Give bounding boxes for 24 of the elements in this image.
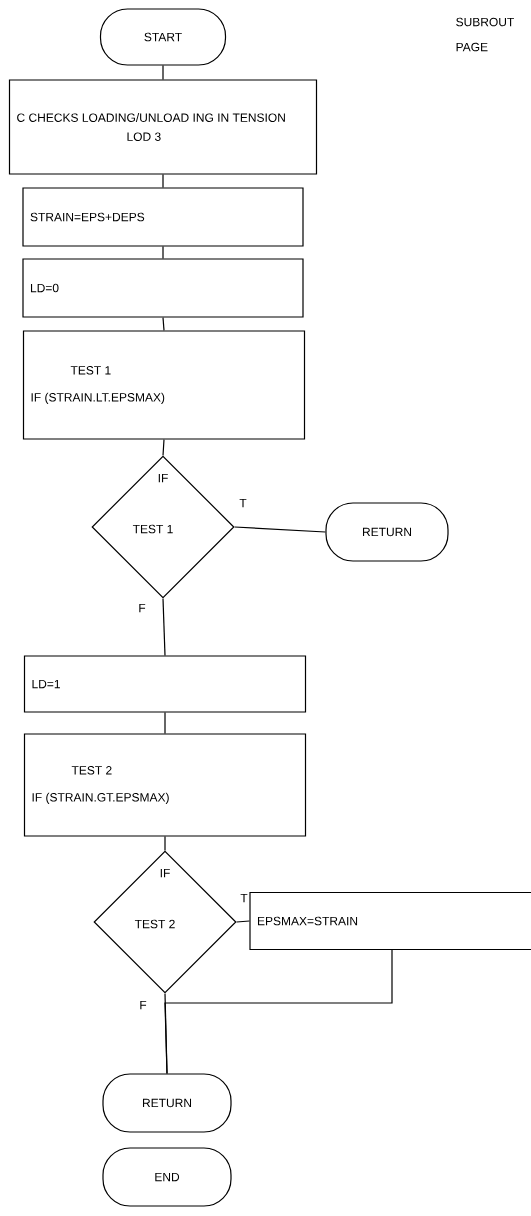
connector-line [162, 174, 164, 188]
branch-label: T [239, 498, 247, 508]
connector-line [164, 836, 166, 851]
connector-line [162, 439, 165, 456]
process-box: LD=0 [22, 258, 304, 318]
connector-line [164, 712, 166, 734]
connector-line [164, 948, 393, 1074]
branch-label: T [240, 893, 248, 903]
header-label: SUBROUT [456, 17, 514, 27]
connector-line [162, 598, 166, 656]
process-box: TEST 1 IF (STRAIN.LT.EPSMAX) [22, 330, 306, 440]
process-box: LD=1 [23, 655, 307, 713]
connector-line [162, 317, 165, 331]
branch-label: F [139, 603, 146, 613]
process-box: C CHECKS LOADING/UNLOAD ING IN TENSION LOD 3 [8, 79, 318, 175]
connector-line [162, 65, 164, 80]
process-box: STRAIN=EPS+DEPS [22, 187, 304, 247]
process-box: EPSMAX=STRAIN [249, 891, 531, 951]
branch-label: F [140, 1000, 147, 1010]
connector-line [236, 920, 250, 923]
process-box: TEST 2 IF (STRAIN.GT.EPSMAX) [23, 733, 307, 837]
connector-line [234, 526, 326, 533]
connector-line [162, 246, 164, 259]
header-label: PAGE [456, 42, 488, 52]
